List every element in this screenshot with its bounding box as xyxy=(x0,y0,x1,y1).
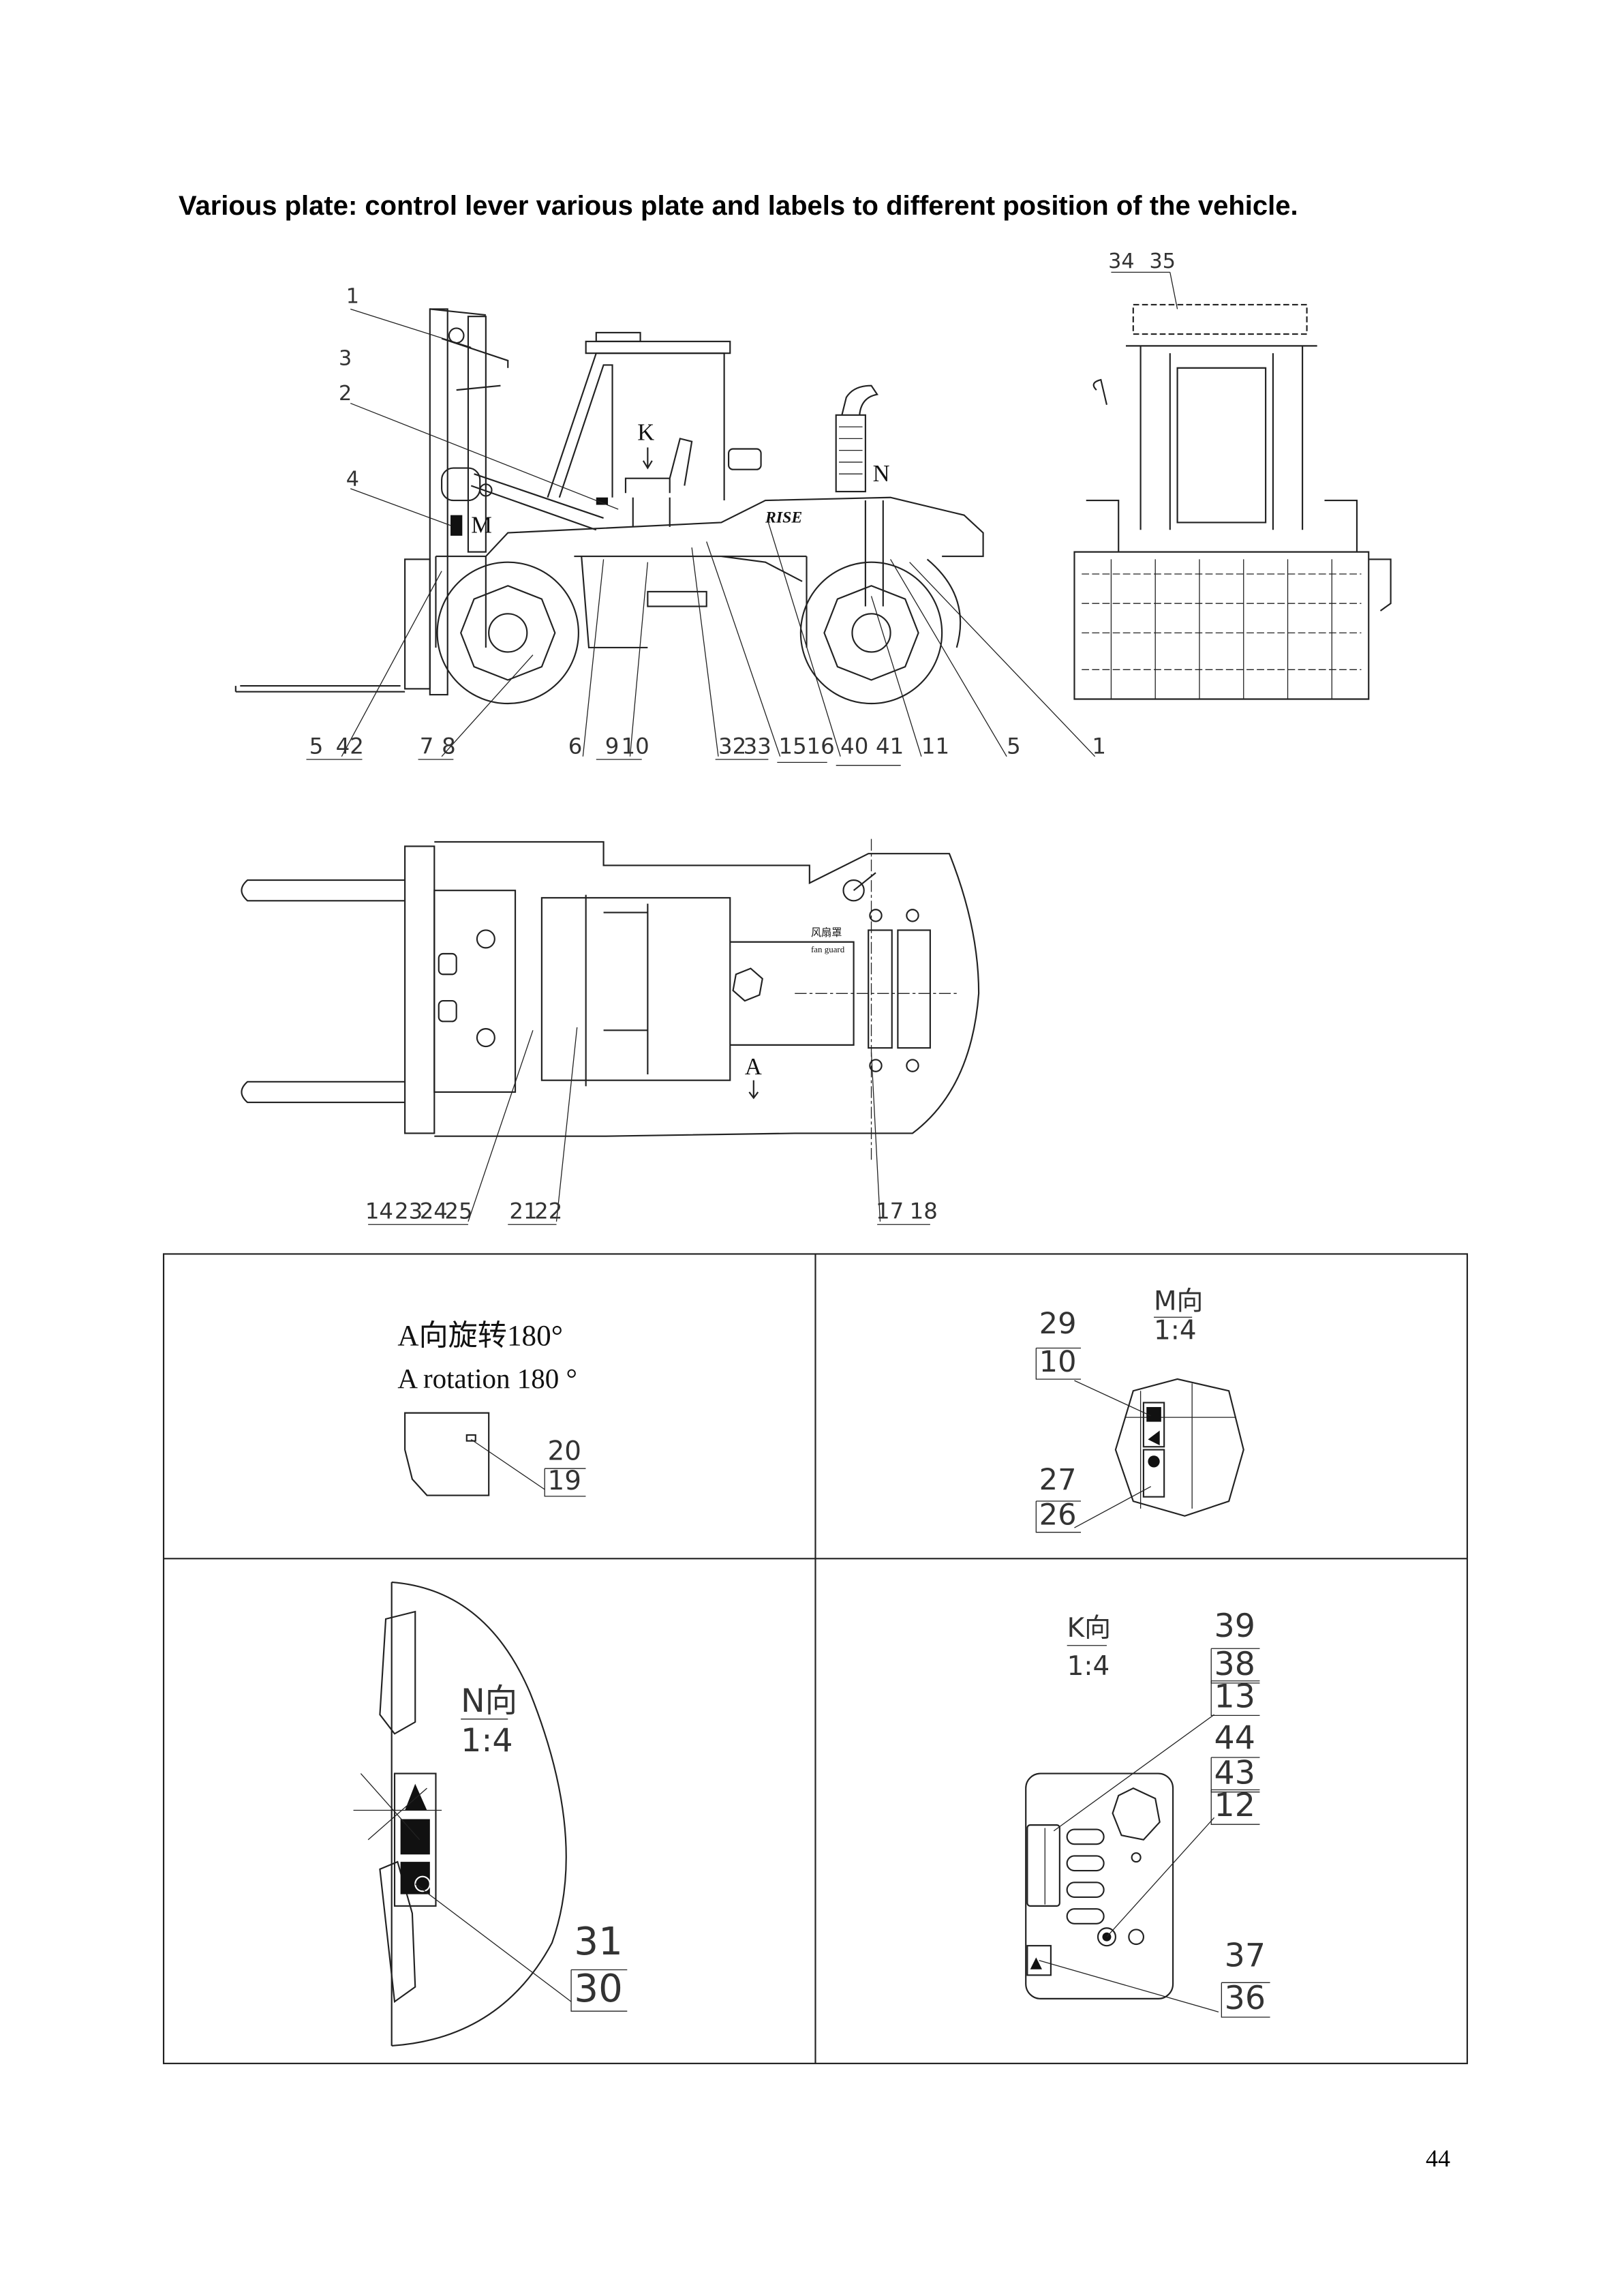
view-marker-m: M xyxy=(471,513,492,539)
callout-label: 2 xyxy=(339,382,352,406)
callout-label: 26 xyxy=(1039,1498,1077,1532)
callout-label: 40 xyxy=(840,733,868,759)
view-marker-n: N xyxy=(873,461,890,487)
callout-label: 12 xyxy=(1214,1787,1255,1824)
detail-n-view-label: N向 xyxy=(461,1682,517,1720)
front-view xyxy=(1073,271,1392,700)
callout-label: 39 xyxy=(1214,1607,1255,1645)
page-title: Various plate: control lever various pla… xyxy=(179,191,1298,221)
callout-label: 38 xyxy=(1214,1646,1255,1683)
callout-label: 9 xyxy=(605,733,619,759)
callout-label: 21 xyxy=(509,1198,537,1224)
callout-box xyxy=(1210,1680,1260,1717)
callout-label: 25 xyxy=(444,1198,472,1224)
callout-label: 32 xyxy=(718,733,746,759)
callout-label: 31 xyxy=(574,1920,622,1964)
page-number: 44 xyxy=(1426,2145,1450,2172)
callout-box xyxy=(1221,1982,1270,2018)
callout-label: 23 xyxy=(395,1198,423,1224)
callout-label: 10 xyxy=(1039,1345,1077,1379)
callout-label: 11 xyxy=(921,733,949,759)
brand-logo: RISE xyxy=(765,509,802,526)
callout-label: 17 xyxy=(876,1198,904,1224)
callout-box xyxy=(544,1468,586,1497)
detail-k-view-label: K向 xyxy=(1067,1613,1111,1644)
detail-k-scale-label: 1:4 xyxy=(1067,1651,1110,1682)
callout-box xyxy=(1035,1347,1082,1380)
callout-label: 44 xyxy=(1214,1719,1255,1757)
side-view: RISE K N M xyxy=(234,308,1096,766)
front-wheel xyxy=(436,561,579,705)
detail-n xyxy=(353,1581,572,2047)
detail-n-scale-label: 1:4 xyxy=(461,1722,512,1759)
fan-guard-label-en: fan guard xyxy=(811,944,845,954)
callout-label: 34 xyxy=(1108,250,1134,273)
callout-label: 5 xyxy=(309,733,324,759)
callout-label: 6 xyxy=(568,733,583,759)
callout-label: 29 xyxy=(1039,1307,1077,1341)
detail-a-title-cn: A向旋转180° xyxy=(397,1320,563,1352)
callout-box xyxy=(1210,1789,1260,1825)
detail-grid xyxy=(162,1253,1468,2064)
fan-guard-label-cn: 风扇罩 xyxy=(811,927,842,939)
callout-label: 33 xyxy=(744,733,771,759)
detail-k xyxy=(1025,1645,1219,2012)
callout-label: 36 xyxy=(1225,1980,1266,2017)
detail-a-title-en: A rotation 180 ° xyxy=(397,1363,577,1394)
callout-label: 43 xyxy=(1214,1755,1255,1792)
detail-m xyxy=(1074,1316,1244,1528)
callout-label: 18 xyxy=(910,1198,938,1224)
callout-box xyxy=(570,1969,628,2012)
callout-label: 42 xyxy=(336,733,364,759)
detail-m-scale-label: 1:4 xyxy=(1154,1316,1197,1346)
callout-label: 14 xyxy=(365,1198,393,1224)
callout-label: 19 xyxy=(548,1466,581,1496)
callout-label: 8 xyxy=(442,733,456,759)
callout-label: 20 xyxy=(548,1436,581,1467)
callout-label: 1 xyxy=(346,285,359,309)
callout-label: 27 xyxy=(1039,1463,1077,1497)
callout-label: 1 xyxy=(1092,733,1106,759)
callout-label: 22 xyxy=(534,1198,562,1224)
top-view: 风扇罩 fan guard A xyxy=(241,839,980,1225)
callout-label: 3 xyxy=(339,346,352,370)
view-marker-k: K xyxy=(637,420,654,446)
callout-label: 4 xyxy=(346,467,359,491)
rear-wheel xyxy=(799,558,962,705)
callout-label: 37 xyxy=(1225,1937,1266,1974)
callout-label: 16 xyxy=(807,733,835,759)
detail-m-view-label: M向 xyxy=(1154,1286,1203,1316)
callout-label: 10 xyxy=(621,733,649,759)
callout-label: 35 xyxy=(1150,250,1176,273)
callout-label: 41 xyxy=(876,733,904,759)
callout-label: 15 xyxy=(779,733,807,759)
callout-label: 5 xyxy=(1007,733,1021,759)
callout-box xyxy=(1035,1500,1082,1533)
callout-label: 13 xyxy=(1214,1678,1255,1715)
view-marker-a: A xyxy=(745,1054,762,1080)
detail-a: A向旋转180° A rotation 180 ° xyxy=(397,1320,577,1496)
callout-label: 30 xyxy=(574,1967,622,2011)
callout-label: 24 xyxy=(420,1198,448,1224)
callout-label: 7 xyxy=(420,733,434,759)
